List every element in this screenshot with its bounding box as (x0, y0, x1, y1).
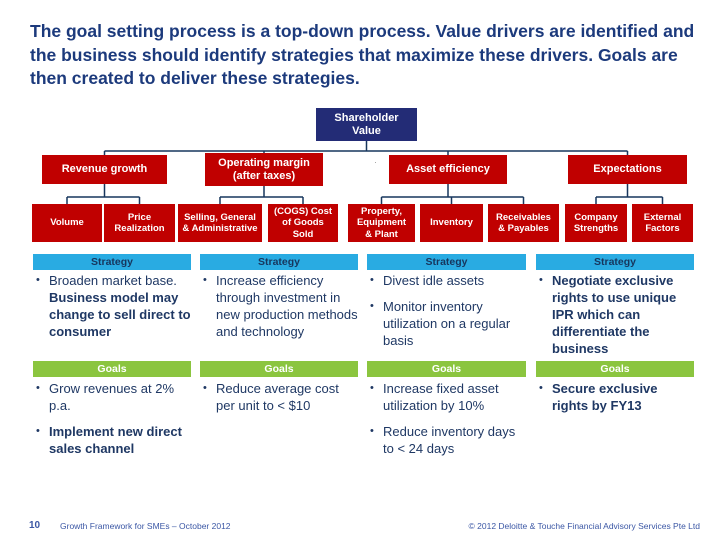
goals-bar-2: Goals (200, 361, 358, 377)
bullet-item: • Broaden market base. Business model ma… (33, 272, 193, 340)
bullet-icon: • (370, 425, 374, 437)
goals-list-4: • Secure exclusive rights by FY13 (536, 380, 696, 498)
bullet-item: • Divest idle assets (367, 272, 528, 289)
strategy-bar-3: Strategy (367, 254, 526, 270)
footer: 10 Growth Framework for SMEs – October 2… (0, 518, 728, 538)
goals-list-1: • Grow revenues at 2% p.a. • Implement n… (33, 380, 193, 498)
stray-dot: · (374, 157, 377, 167)
bullet-icon: • (539, 274, 543, 286)
strategy-bar-2: Strategy (200, 254, 358, 270)
box-inventory: Inventory (420, 204, 483, 242)
goals-list-2: • Reduce average cost per unit to < $10 (200, 380, 360, 498)
box-receivables-payables: Receivables & Payables (488, 204, 559, 242)
goals-bar-1: Goals (33, 361, 191, 377)
box-company-strengths: Company Strengths (565, 204, 627, 242)
box-selling-general-administrative: Selling, General & Administrative (178, 204, 262, 242)
box-price-realization: Price Realization (104, 204, 175, 242)
bullet-item: • Grow revenues at 2% p.a. (33, 380, 193, 414)
bullet-item: • Reduce inventory days to < 24 days (367, 423, 528, 457)
bullet-icon: • (36, 425, 40, 437)
goals-bar-4: Goals (536, 361, 694, 377)
bullet-icon: • (203, 274, 207, 286)
strategy-list-3: • Divest idle assets • Monitor inventory… (367, 272, 528, 357)
footer-left-text: Growth Framework for SMEs – October 2012 (60, 521, 231, 531)
strategy-bar-4: Strategy (536, 254, 694, 270)
box-revenue-growth: Revenue growth (42, 155, 167, 184)
bullet-icon: • (370, 300, 374, 312)
box-cogs: (COGS) Cost of Goods Sold (268, 204, 338, 242)
box-operating-margin: Operating margin (after taxes) (205, 153, 323, 186)
strategy-list-2: • Increase efficiency through investment… (200, 272, 360, 357)
page-number: 10 (29, 520, 41, 531)
bullet-item: • Implement new direct sales channel (33, 423, 193, 457)
bullet-item: • Monitor inventory utilization on a reg… (367, 298, 528, 349)
bullet-icon: • (36, 382, 40, 394)
bullet-icon: • (539, 382, 543, 394)
bullet-item: • Increase fixed asset utilization by 10… (367, 380, 528, 414)
page-title: The goal setting process is a top-down p… (30, 21, 695, 88)
box-shareholder-value: Shareholder Value (316, 108, 417, 141)
bullet-item: • Negotiate exclusive rights to use uniq… (536, 272, 696, 357)
box-volume: Volume (32, 204, 102, 242)
bullet-item: • Secure exclusive rights by FY13 (536, 380, 696, 414)
goals-list-3: • Increase fixed asset utilization by 10… (367, 380, 528, 498)
bullet-item: • Increase efficiency through investment… (200, 272, 360, 340)
strategy-list-1: • Broaden market base. Business model ma… (33, 272, 193, 357)
bullet-icon: • (203, 382, 207, 394)
box-expectations: Expectations (568, 155, 687, 184)
box-external-factors: External Factors (632, 204, 693, 242)
strategy-bar-1: Strategy (33, 254, 191, 270)
box-property-equipment-plant: Property, Equipment & Plant (348, 204, 415, 242)
bullet-item: • Reduce average cost per unit to < $10 (200, 380, 360, 414)
bullet-icon: • (370, 382, 374, 394)
bullet-icon: • (370, 274, 374, 286)
strategy-list-4: • Negotiate exclusive rights to use uniq… (536, 272, 696, 357)
goals-bar-3: Goals (367, 361, 526, 377)
footer-right-text: © 2012 Deloitte & Touche Financial Advis… (468, 521, 700, 531)
bullet-icon: • (36, 274, 40, 286)
box-asset-efficiency: Asset efficiency (389, 155, 507, 184)
